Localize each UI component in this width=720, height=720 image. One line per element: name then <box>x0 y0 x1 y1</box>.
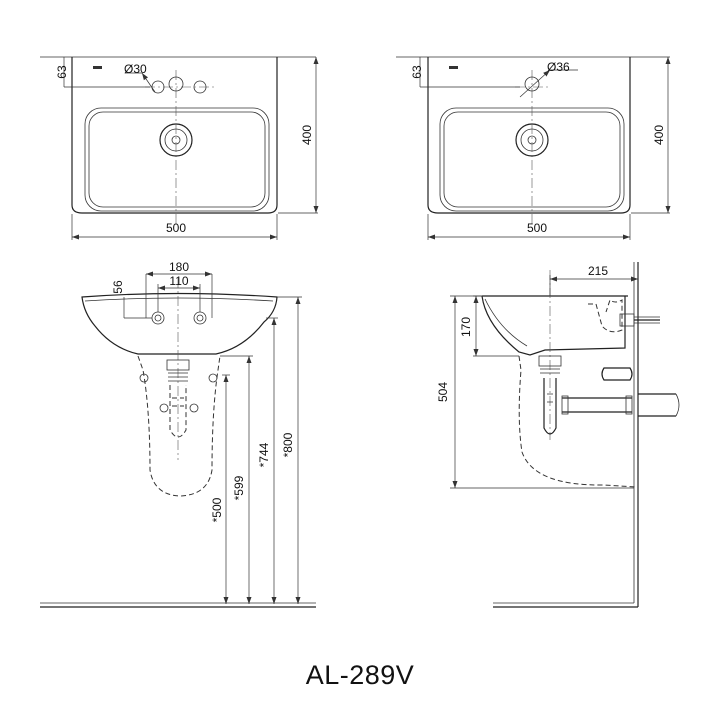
plan-view-left: Ø30 63 400 500 <box>40 56 319 240</box>
plan-view-right: Ø36 63 400 500 <box>396 56 671 240</box>
width-label: 500 <box>166 221 186 235</box>
hole-diameter-label: Ø30 <box>124 62 147 76</box>
outer-span-label: 180 <box>169 260 189 274</box>
height-599-label: *599 <box>232 475 246 500</box>
model-number: AL-289V <box>305 660 415 690</box>
inner-span-label: 110 <box>169 274 188 288</box>
bowl-height-label: 170 <box>459 317 473 337</box>
side-elevation: 215 170 504 <box>436 262 680 608</box>
depth-label: 400 <box>300 125 314 145</box>
depth-label: 400 <box>652 125 666 145</box>
front-elevation: 180 110 56 *500 *599 *744 *800 <box>40 260 316 608</box>
projection-label: 215 <box>588 264 608 278</box>
height-500-label: *500 <box>210 497 224 522</box>
hole-height-label: 56 <box>111 280 125 294</box>
hole-offset-label: 63 <box>410 65 424 79</box>
hole-diameter-label: Ø36 <box>547 60 570 74</box>
width-label: 500 <box>527 221 547 235</box>
height-800-label: *800 <box>281 432 295 457</box>
overall-height-label: 504 <box>436 382 450 402</box>
height-744-label: *744 <box>257 442 271 467</box>
hole-offset-label: 63 <box>55 65 69 79</box>
